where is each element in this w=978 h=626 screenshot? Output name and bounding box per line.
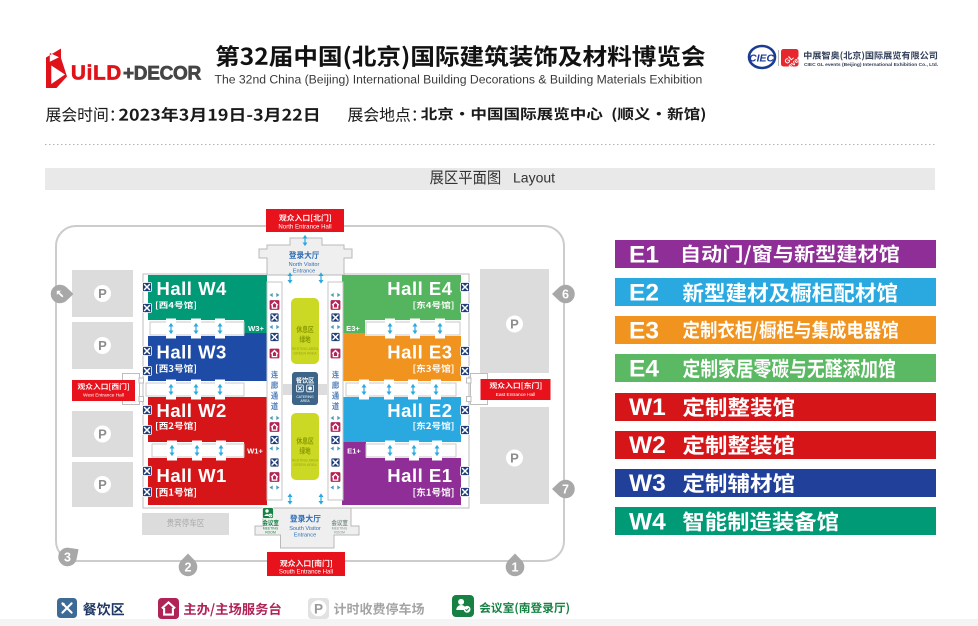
svg-text:E2: E2 <box>629 280 659 307</box>
svg-text:W1+: W1+ <box>247 447 263 456</box>
svg-text:Hall E3: Hall E3 <box>387 342 452 363</box>
svg-text:3: 3 <box>64 551 71 565</box>
svg-text:GREEN AREA: GREEN AREA <box>293 352 317 356</box>
svg-text:ROOM: ROOM <box>265 530 276 534</box>
svg-text:RESTING AREA: RESTING AREA <box>292 459 319 463</box>
svg-text:Hall W2: Hall W2 <box>157 400 227 421</box>
svg-text:W3: W3 <box>629 470 666 497</box>
svg-text:ROOM: ROOM <box>334 530 345 534</box>
svg-text:Hall W3: Hall W3 <box>157 342 227 363</box>
svg-text:RESTING AREA: RESTING AREA <box>292 347 319 351</box>
svg-text:E1+: E1+ <box>347 447 361 456</box>
svg-text:CATERING: CATERING <box>296 395 314 399</box>
svg-text:Entrance: Entrance <box>293 269 315 275</box>
svg-text:East Entrance Hall: East Entrance Hall <box>496 392 536 398</box>
svg-text:Layout: Layout <box>513 170 555 186</box>
svg-text:W3+: W3+ <box>248 324 264 333</box>
svg-text:MEETING: MEETING <box>263 526 279 530</box>
svg-text:7: 7 <box>562 483 569 497</box>
svg-text:W2: W2 <box>629 432 666 459</box>
svg-text:CIEC GL events (Beijing) Inter: CIEC GL events (Beijing) International E… <box>804 62 939 68</box>
svg-text:+DECOR: +DECOR <box>123 64 201 85</box>
svg-text:AREA: AREA <box>300 399 310 403</box>
svg-text:1: 1 <box>512 561 519 575</box>
svg-text:E3+: E3+ <box>346 324 360 333</box>
svg-text:P: P <box>510 317 519 332</box>
svg-text:UiLD: UiLD <box>71 62 122 85</box>
svg-text:W4: W4 <box>629 509 666 536</box>
svg-text:6: 6 <box>562 288 569 302</box>
svg-text:North Visitor: North Visitor <box>289 262 320 268</box>
svg-text:South Visitor: South Visitor <box>289 526 321 532</box>
svg-text:E3: E3 <box>629 318 659 345</box>
svg-text:P: P <box>98 477 107 492</box>
svg-text:P: P <box>313 601 322 616</box>
svg-text:MEETING: MEETING <box>332 526 348 530</box>
svg-text:E1: E1 <box>629 242 659 269</box>
svg-text:W1: W1 <box>629 394 666 421</box>
svg-text:2: 2 <box>185 561 192 575</box>
svg-text:South Entrance Hall: South Entrance Hall <box>279 569 333 576</box>
svg-text:Hall W4: Hall W4 <box>157 278 228 299</box>
svg-text:The 32nd China (Beijing) Inter: The 32nd China (Beijing) International B… <box>215 73 703 87</box>
svg-text:West Entrance Hall: West Entrance Hall <box>83 393 124 399</box>
svg-text:Hall E4: Hall E4 <box>387 278 452 299</box>
svg-text:Hall E1: Hall E1 <box>387 465 452 486</box>
svg-text:P: P <box>510 451 519 466</box>
svg-text:North Entrance Hall: North Entrance Hall <box>278 224 331 231</box>
svg-text:CIEC: CIEC <box>749 53 775 65</box>
svg-text:Hall W1: Hall W1 <box>157 465 227 486</box>
svg-text:P: P <box>98 427 107 442</box>
svg-text:Hall E2: Hall E2 <box>387 400 452 421</box>
svg-text:Entrance: Entrance <box>294 532 316 538</box>
svg-text:P: P <box>98 286 107 301</box>
svg-text:P: P <box>98 338 107 353</box>
svg-text:E4: E4 <box>629 356 659 383</box>
svg-text:GREEN AREA: GREEN AREA <box>293 463 317 467</box>
